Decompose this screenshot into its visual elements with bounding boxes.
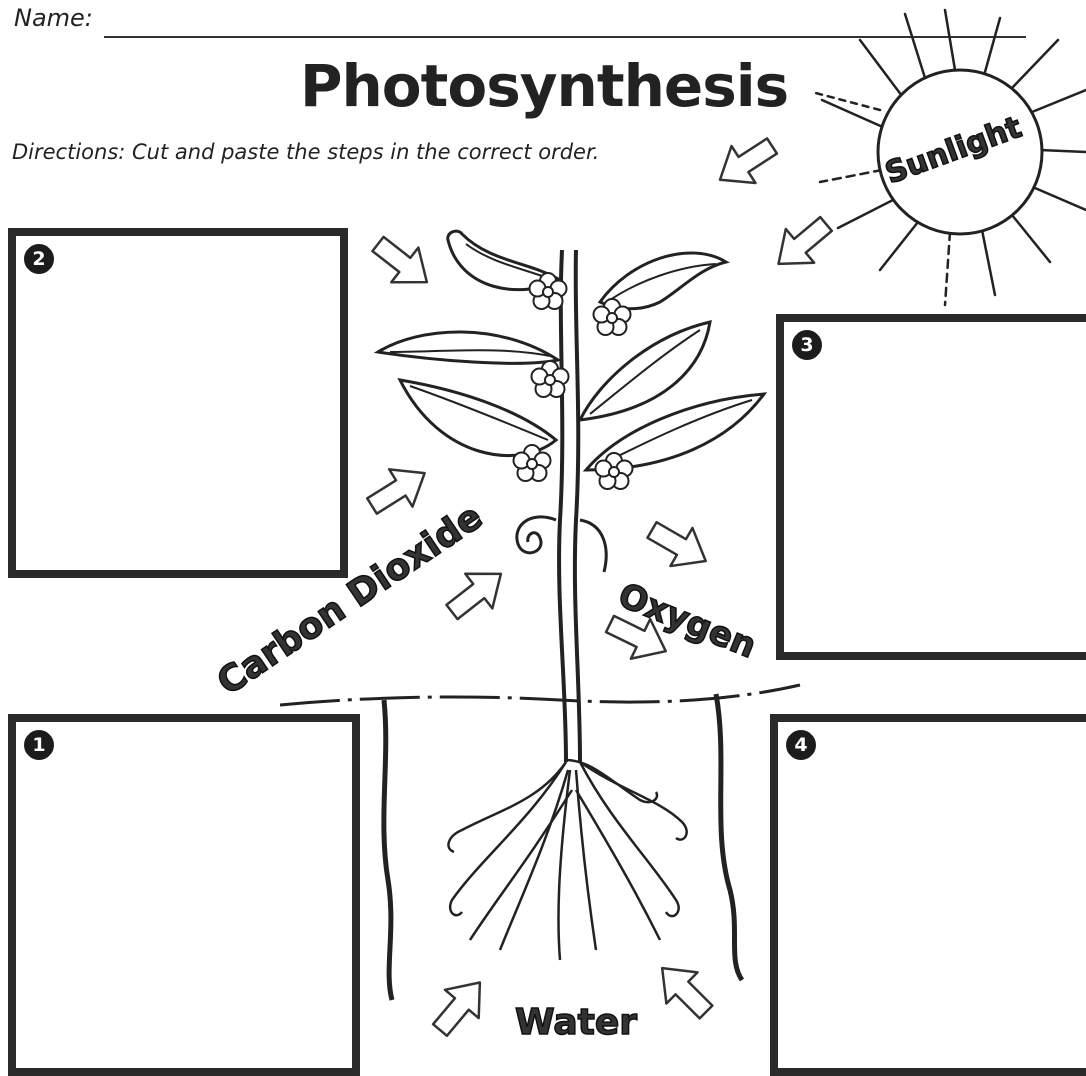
carbon-dioxide-arrow-icon <box>364 227 440 300</box>
sunlight-arrow-icon <box>708 128 784 199</box>
water-label: Water <box>515 1002 637 1043</box>
carbon-dioxide-arrow-icon <box>360 454 436 524</box>
oxygen-arrow-icon <box>641 511 717 580</box>
soil-wall-left <box>384 700 392 1000</box>
sun-icon: Sunlight <box>812 10 1086 305</box>
soil-wall-right <box>716 694 742 980</box>
roots <box>448 760 686 960</box>
carbon-dioxide-arrow-icon <box>438 556 514 629</box>
sunlight-arrow-icon <box>764 207 840 281</box>
water-arrow-icon <box>423 968 497 1044</box>
ground-line <box>280 685 800 705</box>
carbon-dioxide-label: Carbon Dioxide <box>210 496 490 703</box>
water-arrow-icon <box>647 953 722 1028</box>
